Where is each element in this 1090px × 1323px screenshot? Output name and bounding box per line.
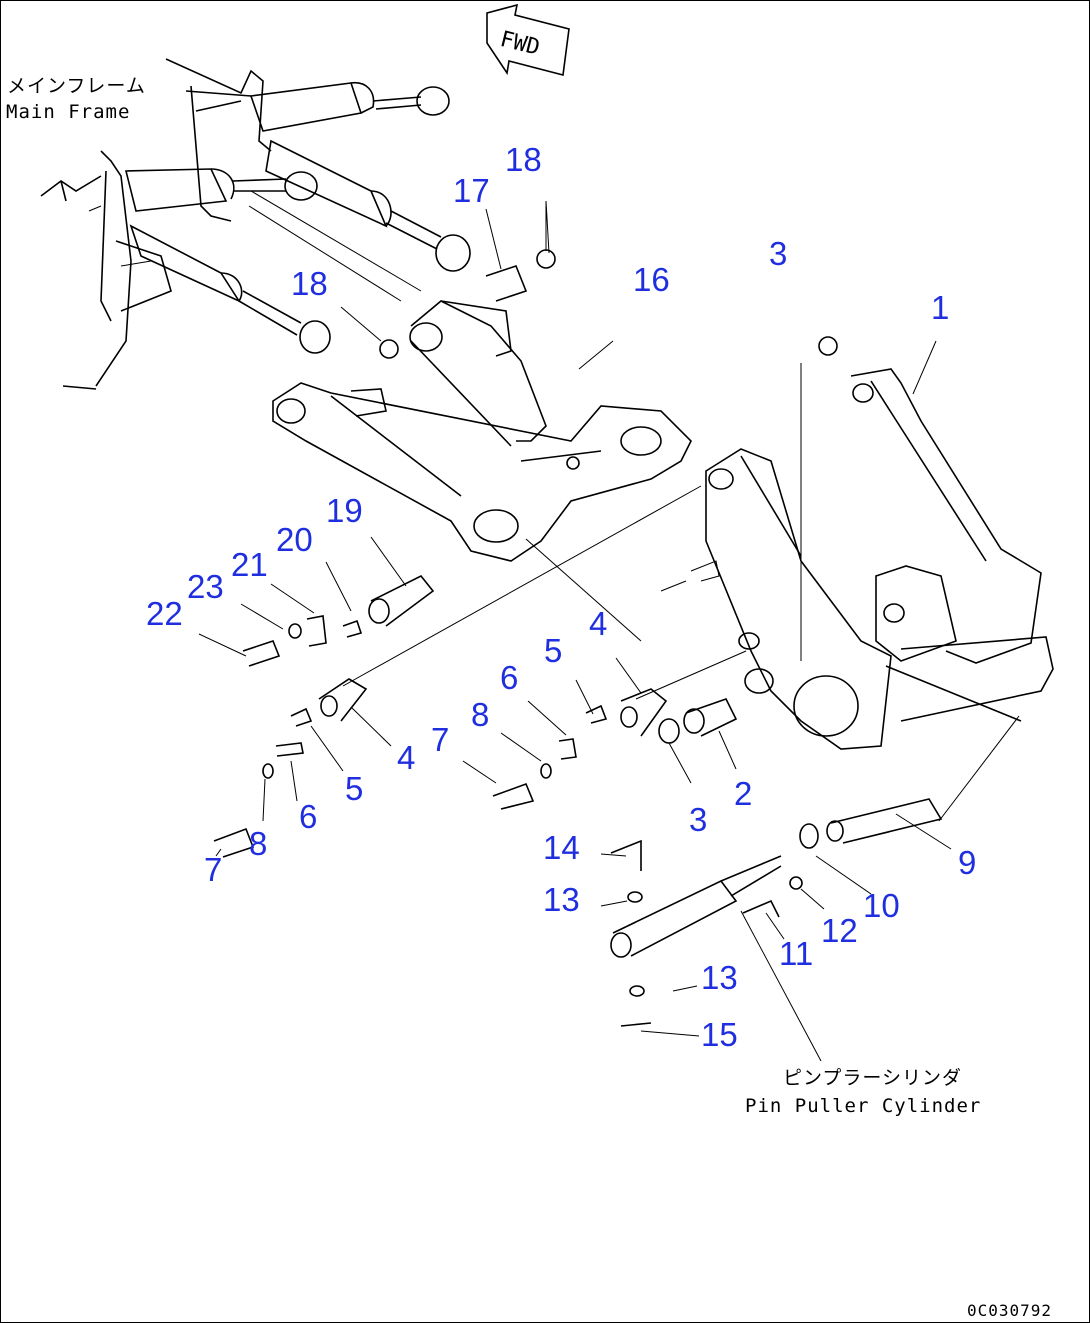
pin-puller-label-en: Pin Puller Cylinder (745, 1095, 982, 1117)
callout-11: 11 (779, 935, 813, 972)
callout-6-right: 6 (500, 659, 518, 696)
drawing-number: 0C030792 (967, 1301, 1053, 1320)
callout-18-upper: 18 (505, 141, 542, 178)
callout-4-left: 4 (397, 739, 415, 776)
callout-5-right: 5 (544, 632, 562, 669)
callout-7-right: 7 (431, 721, 449, 758)
callout-5-left: 5 (345, 770, 363, 807)
callout-16: 16 (633, 261, 670, 298)
callout-13-lower: 13 (701, 959, 738, 996)
callout-4-right: 4 (589, 605, 607, 642)
callout-13-upper: 13 (543, 881, 580, 918)
main-frame-label-en: Main Frame (6, 101, 131, 123)
main-frame-drawing (40, 58, 471, 390)
callout-21: 21 (231, 546, 268, 583)
main-frame-label-jp: メインフレーム (7, 75, 146, 97)
callout-6-left: 6 (299, 798, 317, 835)
callout-8-left: 8 (249, 825, 267, 862)
callout-14: 14 (543, 829, 580, 866)
callout-22: 22 (146, 595, 183, 632)
callout-12: 12 (821, 912, 858, 949)
callout-10: 10 (863, 887, 900, 924)
callout-19: 19 (326, 492, 363, 529)
callout-20: 20 (276, 521, 313, 558)
callout-9: 9 (958, 844, 976, 881)
pin-puller-label-jp: ピンプラーシリンダ (783, 1067, 963, 1089)
rear-frame-16 (272, 300, 692, 562)
callout-3-upper: 3 (769, 235, 787, 272)
callout-2: 2 (734, 775, 752, 812)
callout-23: 23 (187, 568, 224, 605)
hinge-parts (213, 249, 943, 1027)
callout-15: 15 (701, 1016, 738, 1053)
fwd-arrow: FWD (486, 3, 570, 77)
callout-18-lower: 18 (291, 265, 328, 302)
callout-17: 17 (453, 172, 490, 209)
callout-1: 1 (931, 289, 949, 326)
callout-3-lower: 3 (689, 801, 707, 838)
callout-numbers: 1 2 3 3 4 4 5 5 6 6 7 7 8 8 9 10 11 12 1… (146, 141, 976, 1053)
callout-8-right: 8 (471, 696, 489, 733)
front-frame-1 (660, 368, 1054, 750)
leader-lines (198, 200, 1020, 1062)
callout-7-left: 7 (204, 851, 222, 888)
